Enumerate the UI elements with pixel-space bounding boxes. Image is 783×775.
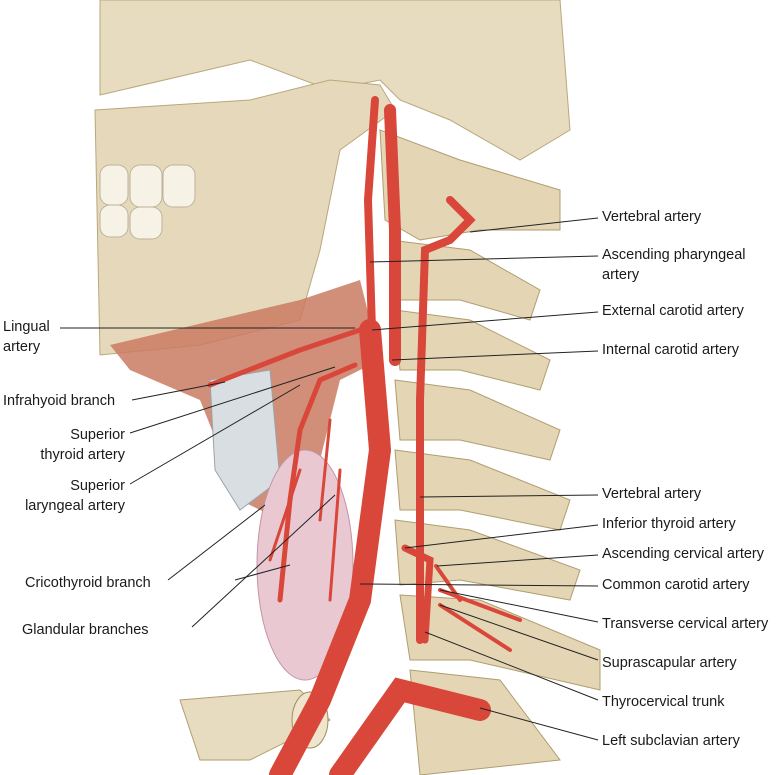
label-line1: Ascending pharyngeal	[602, 247, 746, 263]
label-external-carotid-artery: External carotid artery	[602, 303, 744, 319]
leader-lines	[60, 217, 599, 741]
cervical-vertebrae	[379, 129, 601, 775]
label-superior-laryngeal-artery: Superior laryngeal artery	[25, 476, 125, 516]
label-ascending-cervical-artery: Ascending cervical artery	[602, 546, 764, 562]
thyroid-cartilage	[209, 369, 281, 511]
label-left-subclavian-artery: Left subclavian artery	[602, 733, 740, 749]
label-cricothyroid-branch: Cricothyroid branch	[25, 575, 151, 591]
label-infrahyoid-branch: Infrahyoid branch	[3, 393, 116, 409]
label-thyrocervical-trunk: Thyrocervical trunk	[602, 694, 725, 710]
common-carotid	[269, 319, 392, 775]
label-superior-thyroid-artery: Superior thyroid artery	[40, 425, 125, 465]
label-line2: laryngeal artery	[25, 498, 125, 514]
label-line1: Lingual	[3, 319, 50, 335]
lingual	[207, 327, 363, 388]
thyroid-gland	[256, 449, 354, 681]
label-transverse-cervical-artery: Transverse cervical artery	[602, 616, 769, 632]
external-carotid	[363, 96, 379, 334]
label-suprascapular-artery: Suprascapular artery	[602, 655, 737, 671]
teeth	[99, 164, 196, 240]
subclavian	[329, 677, 491, 775]
superior-thyroid	[277, 362, 358, 603]
label-lingual-artery: Lingual artery	[3, 317, 50, 357]
label-line1: Superior	[70, 478, 125, 494]
label-line2: artery	[602, 267, 640, 283]
label-ascending-pharyngeal-artery: Ascending pharyngeal artery	[602, 245, 746, 285]
label-vertebral-artery-lower: Vertebral artery	[602, 486, 702, 502]
label-common-carotid-artery: Common carotid artery	[602, 577, 750, 593]
thyrocervical	[401, 544, 434, 644]
label-line2: thyroid artery	[40, 447, 125, 463]
label-inferior-thyroid-artery: Inferior thyroid artery	[602, 516, 736, 532]
internal-carotid	[384, 104, 401, 366]
label-internal-carotid-artery: Internal carotid artery	[602, 342, 740, 358]
label-line2: artery	[3, 339, 41, 355]
label-glandular-branches: Glandular branches	[22, 622, 149, 638]
vertebral	[416, 196, 476, 644]
label-vertebral-artery-upper: Vertebral artery	[602, 209, 702, 225]
arteries	[207, 96, 522, 775]
label-line1: Superior	[70, 427, 125, 443]
